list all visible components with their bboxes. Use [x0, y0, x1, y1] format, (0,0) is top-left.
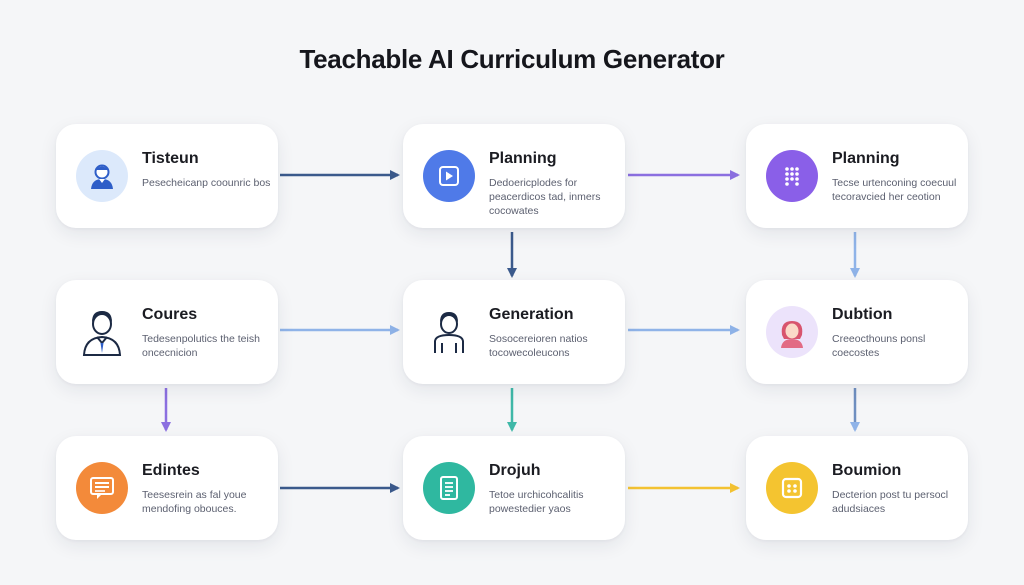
node-boumion[interactable]: Boumion Decterion post tu persocl adudsi…	[746, 436, 968, 540]
diagram-title: Teachable AI Curriculum Generator	[299, 44, 725, 74]
user-avatar-icon	[76, 150, 128, 202]
node-edintes[interactable]: Edintes Teesesrein as fal youe mendofing…	[56, 436, 278, 540]
node-description: Tecse urtenconing coecuul tecoravcied he…	[832, 177, 957, 203]
node-heading: Planning	[489, 150, 557, 167]
node-description: Decterion post tu persocl adudsiaces	[832, 489, 949, 515]
node-description: Tedesenpolutics the teish oncecnicion	[142, 333, 260, 359]
node-planning-2[interactable]: Planning Tecse urtenconing coecuul tecor…	[746, 124, 968, 228]
node-heading: Planning	[832, 150, 900, 167]
node-heading: Generation	[489, 306, 574, 323]
businessman-icon	[76, 306, 128, 358]
node-dubtion[interactable]: Dubtion Creeocthouns ponsl coecostes	[746, 280, 968, 384]
node-coures[interactable]: Coures Tedesenpolutics the teish oncecni…	[56, 280, 278, 384]
node-heading: Edintes	[142, 462, 200, 479]
node-drojuh[interactable]: Drojuh Tetoe urchicohcalitis powestedier…	[403, 436, 625, 540]
dot-grid-icon	[766, 150, 818, 202]
node-description: Sosocereioren natios tocowecoleucons	[489, 333, 588, 359]
person-icon	[423, 306, 475, 358]
node-description: Creeocthouns ponsl coecostes	[832, 333, 926, 359]
woman-avatar-icon	[766, 306, 818, 358]
node-heading: Drojuh	[489, 462, 541, 479]
node-heading: Boumion	[832, 462, 902, 479]
grid-square-icon	[766, 462, 818, 514]
node-planning-1[interactable]: Planning Dedoericplodes for peacerdicos …	[403, 124, 625, 228]
node-tisteun[interactable]: Tisteun Pesecheicanp coounric bos	[56, 124, 278, 228]
node-heading: Tisteun	[142, 150, 199, 167]
node-description: Pesecheicanp coounric bos	[142, 177, 271, 189]
node-heading: Coures	[142, 306, 198, 323]
document-icon	[423, 462, 475, 514]
node-generation[interactable]: Generation Sosocereioren natios tocoweco…	[403, 280, 625, 384]
node-description: Dedoericplodes for peacerdicos tad, inme…	[489, 177, 601, 217]
node-description: Teesesrein as fal youe mendofing obouces…	[142, 489, 247, 515]
message-icon	[76, 462, 128, 514]
play-square-icon	[423, 150, 475, 202]
node-heading: Dubtion	[832, 306, 893, 323]
node-description: Tetoe urchicohcalitis powestedier yaos	[489, 489, 584, 515]
